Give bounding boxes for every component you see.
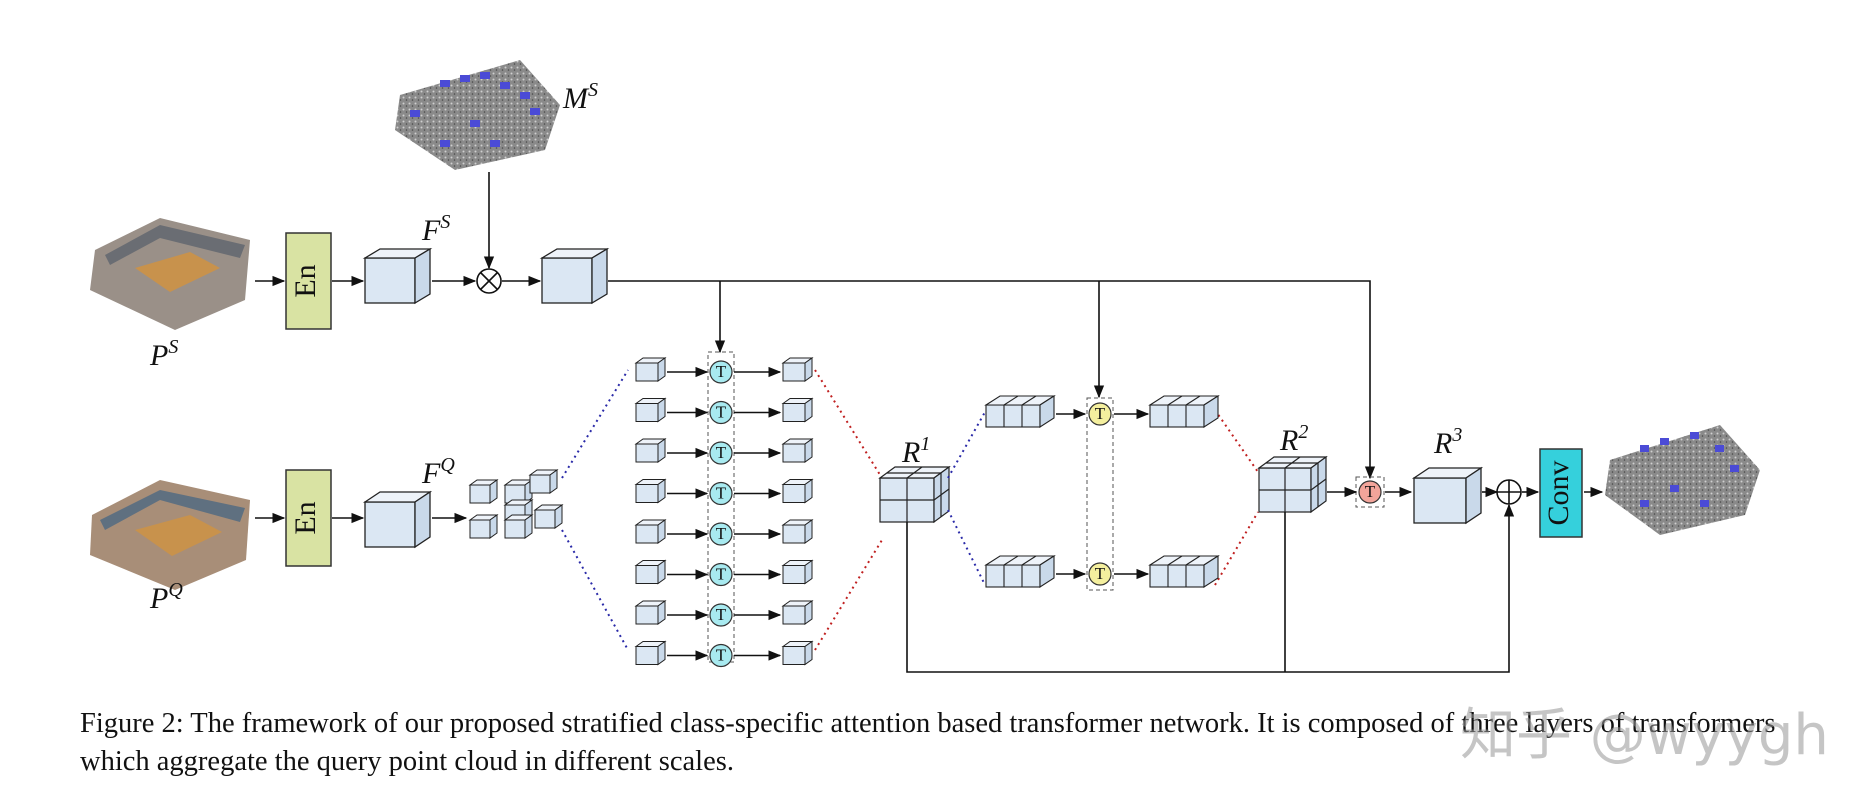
transformer-cyan: T xyxy=(709,441,733,465)
layer1-input-cube xyxy=(634,478,667,504)
label-r3: R3 xyxy=(1433,424,1462,460)
query-encoder-label: En xyxy=(289,501,322,534)
label-fq: FQ xyxy=(421,454,455,490)
layer1-rows: T T T T T T T T xyxy=(634,357,814,668)
label-pq: PQ xyxy=(149,579,183,615)
layer1-fan-lines xyxy=(561,369,883,651)
support-flow-arrows xyxy=(255,172,1376,480)
label-r2: R2 xyxy=(1279,421,1308,457)
support-feature-cube xyxy=(362,247,433,305)
transformer-red-label: T xyxy=(1365,482,1376,501)
label-ps: PS xyxy=(149,336,178,372)
framework-diagram: En En xyxy=(90,60,1760,673)
conv-block: Conv xyxy=(1539,448,1583,538)
layer1-input-cube xyxy=(634,438,667,463)
layer2-arrows xyxy=(1056,408,1150,580)
sum-operator xyxy=(1496,479,1522,505)
layer2-bottom-row xyxy=(984,554,1220,589)
masked-support-cube xyxy=(539,247,610,305)
layer1-output-cube xyxy=(781,357,814,382)
label-fs: FS xyxy=(421,211,450,247)
watermark: 知乎 @wyygh xyxy=(1460,703,1829,768)
transformer-cyan-label: T xyxy=(716,564,727,583)
query-point-cloud xyxy=(90,480,250,590)
layer2-fan-lines xyxy=(947,409,1259,586)
label-r1: R1 xyxy=(901,433,930,469)
layer1-output-cube xyxy=(781,397,814,423)
layer2-transformer-group xyxy=(1086,397,1114,591)
support-encoder-label: En xyxy=(289,264,322,297)
r1-cube xyxy=(878,465,951,524)
r2-cube xyxy=(1257,455,1328,514)
transformer-cyan: T xyxy=(709,400,733,425)
multiply-operator xyxy=(476,268,502,294)
conv-label: Conv xyxy=(1542,460,1575,525)
transformer-cyan-label: T xyxy=(716,443,727,462)
layer1-input-cube xyxy=(634,559,667,585)
query-encoder: En xyxy=(285,469,332,567)
label-ms: MS xyxy=(562,79,598,115)
query-feature-cube xyxy=(362,490,433,549)
layer3-arrows xyxy=(906,486,1604,673)
layer1-input-cube xyxy=(634,519,667,544)
layer1-output-cube xyxy=(781,559,814,585)
transformer-cyan-label: T xyxy=(716,402,727,421)
layer1-input-cube xyxy=(634,600,667,625)
layer1-input-cube xyxy=(634,357,667,382)
transformer-cyan-label: T xyxy=(716,645,727,664)
transformer-cyan: T xyxy=(709,360,733,384)
transformer-red: T xyxy=(1358,480,1382,504)
layer1-output-cube xyxy=(781,478,814,504)
transformer-yellow-bottom-label: T xyxy=(1095,564,1106,583)
transformer-yellow-bottom: T xyxy=(1088,562,1112,586)
transformer-cyan-label: T xyxy=(716,524,727,543)
layer1-input-cube xyxy=(634,640,667,666)
split-query-cubes xyxy=(468,469,564,539)
transformer-cyan: T xyxy=(709,562,733,587)
layer2-top-row xyxy=(984,394,1220,429)
support-mask-cloud xyxy=(395,60,560,170)
transformer-cyan-label: T xyxy=(716,483,727,502)
r3-cube xyxy=(1411,466,1484,525)
transformer-yellow-top: T xyxy=(1088,402,1112,426)
layer1-output-cube xyxy=(781,438,814,463)
layer1-output-cube xyxy=(781,519,814,544)
layer1-input-cube xyxy=(634,397,667,423)
transformer-cyan: T xyxy=(709,522,733,546)
support-encoder: En xyxy=(285,232,332,330)
output-segmentation-cloud xyxy=(1605,425,1760,535)
figure-caption: Figure 2: The framework of our proposed … xyxy=(80,708,1776,777)
transformer-cyan: T xyxy=(709,481,733,506)
transformer-cyan: T xyxy=(709,603,733,627)
transformer-cyan-label: T xyxy=(716,362,727,381)
transformer-cyan-label: T xyxy=(716,605,727,624)
layer1-output-cube xyxy=(781,640,814,666)
support-point-cloud xyxy=(90,218,250,330)
transformer-yellow-top-label: T xyxy=(1095,404,1106,423)
layer1-output-cube xyxy=(781,600,814,625)
transformer-cyan: T xyxy=(709,643,733,668)
